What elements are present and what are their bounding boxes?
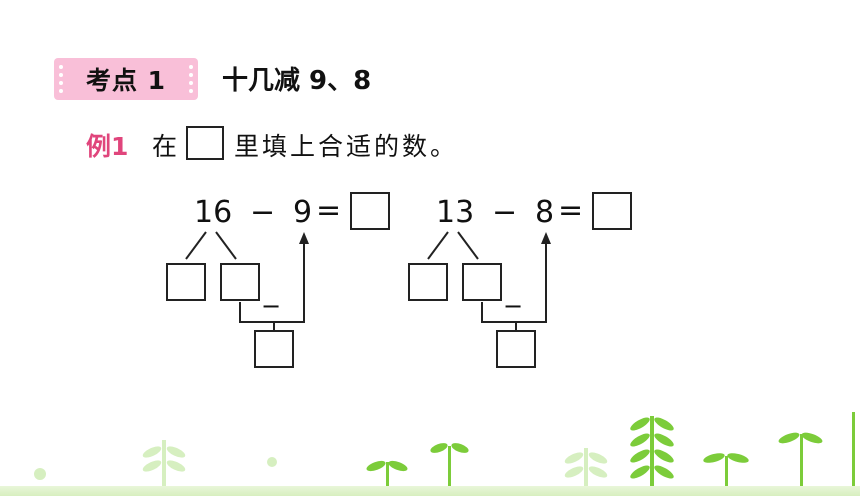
problem-2-split-box-1[interactable] — [408, 263, 448, 301]
grass-ground-strip — [0, 486, 860, 496]
problem-2-result-box[interactable] — [496, 330, 536, 368]
topic-title: 十几减 9、8 — [222, 66, 372, 96]
problem-2-equals: = — [558, 193, 584, 228]
problem-1-split-line-left — [185, 231, 207, 260]
green-sprouts-decoration — [366, 412, 855, 490]
problem-2-sub-operator: − — [503, 292, 524, 320]
problem-1-bracket — [239, 240, 305, 323]
problem-2-split-box-2[interactable] — [462, 263, 502, 301]
problem-1-equals: = — [316, 193, 342, 228]
problem-2-minuend: 13 — [436, 195, 475, 230]
example-text-before: 在 — [152, 132, 178, 161]
problem-2-split-line-right — [457, 231, 479, 260]
problem-1-minuend: 16 — [194, 195, 233, 230]
problem-1-subtrahend: 9 — [293, 195, 313, 230]
problem-2-operator: − — [492, 195, 518, 230]
problem-1-arrow-head — [299, 232, 309, 244]
problem-1-operator: − — [250, 195, 276, 230]
problem-2-answer-box[interactable] — [592, 192, 632, 230]
problem-2-split-line-left — [427, 231, 449, 260]
badge-label: 考点 1 — [85, 66, 167, 95]
problem-2-bracket — [481, 240, 547, 323]
example-inline-box — [186, 126, 224, 160]
badge-dots-right — [189, 65, 193, 93]
topic-badge: 考点 1 — [54, 58, 198, 100]
problem-2-arrow-head — [541, 232, 551, 244]
light-sprouts-decoration — [34, 440, 608, 490]
problem-1-split-line-right — [215, 231, 237, 260]
problem-1-answer-box[interactable] — [350, 192, 390, 230]
problem-1-result-box[interactable] — [254, 330, 294, 368]
problem-1-split-box-2[interactable] — [220, 263, 260, 301]
example-label: 例1 — [86, 132, 129, 161]
problem-1-sub-operator: − — [261, 292, 282, 320]
problem-2-subtrahend: 8 — [535, 195, 555, 230]
problem-1-split-box-1[interactable] — [166, 263, 206, 301]
example-text-after: 里填上合适的数。 — [234, 132, 459, 161]
badge-dots-left — [59, 65, 63, 93]
